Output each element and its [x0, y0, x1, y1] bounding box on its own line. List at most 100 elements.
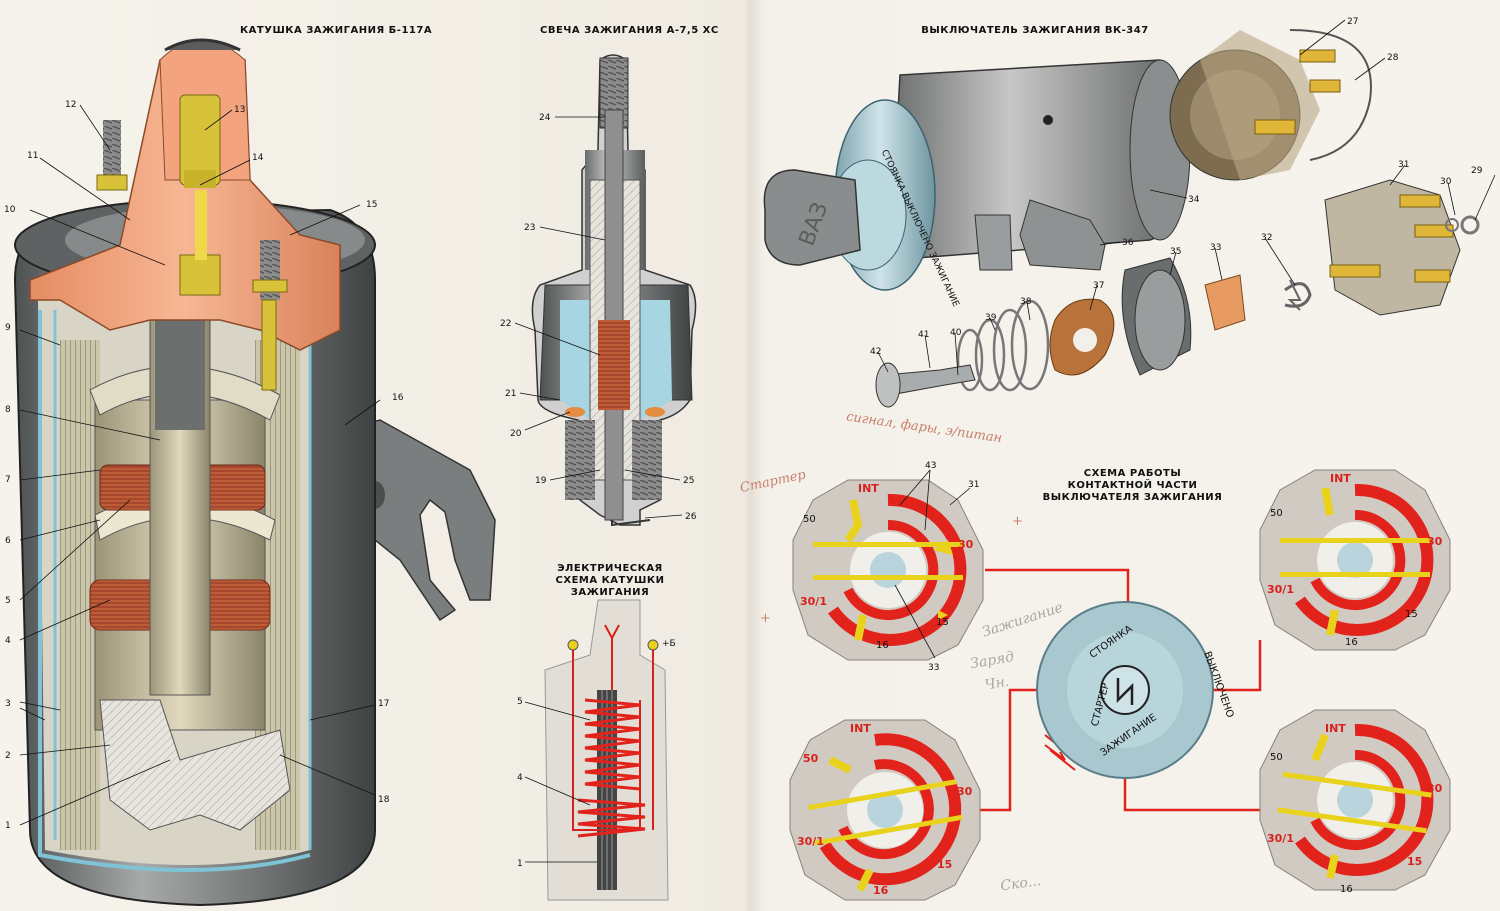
disc4-30-1: 30/1	[1267, 832, 1294, 845]
disc1-int: INT	[858, 482, 879, 495]
note-bottom: Ско...	[999, 873, 1042, 895]
coil-callout-16: 16	[392, 393, 404, 403]
note-starter: Стартер	[739, 467, 808, 496]
coil-callout-14: 14	[252, 153, 264, 163]
plug-callout-24: 24	[539, 113, 551, 123]
terminal-12	[96, 120, 128, 191]
coil-callout-7: 7	[5, 475, 11, 485]
disc4-15: 15	[1407, 855, 1422, 868]
coil-callout-18: 18	[378, 795, 390, 805]
scheme-callout-43: 43	[925, 461, 936, 471]
disc4-50: 50	[1270, 752, 1283, 763]
coil-callout-4: 4	[5, 636, 11, 646]
title-ignition-switch: ВЫКЛЮЧАТЕЛЬ ЗАЖИГАНИЯ ВК-347	[921, 25, 1149, 36]
contact-scheme: СТОЯНКА ВЫКЛЮЧЕНО ЗАЖИГАНИЕ СТАРТЕР INT …	[739, 409, 1451, 901]
switch-callout-31: 31	[1398, 160, 1409, 170]
title-coil-circuit: ЭЛЕКТРИЧЕСКАЯ СХЕМА КАТУШКИ ЗАЖИГАНИЯ	[555, 563, 665, 598]
contact-disc-starter: INT 50 30 30/1 15 16	[789, 719, 981, 901]
circuit-plus-label: +Б	[662, 639, 676, 649]
note-charge: Заряд	[969, 649, 1015, 672]
disc1-30: 30	[958, 538, 974, 551]
disc1-15: 15	[936, 617, 949, 628]
coil-callout-2: 2	[5, 751, 11, 761]
coil-callout-15: 15	[366, 200, 377, 210]
disc2-50: 50	[1270, 508, 1283, 519]
coil-callout-17: 17	[378, 699, 389, 709]
disc1-30-1: 30/1	[800, 595, 827, 608]
switch-callout-41: 41	[918, 330, 929, 340]
disc1-16: 16	[876, 640, 889, 651]
switch-callout-30: 30	[1440, 177, 1452, 187]
contact-plate-31	[1324, 179, 1480, 316]
switch-parts-row	[875, 257, 1312, 408]
title-contact-scheme: СХЕМА РАБОТЫ КОНТАКТНОЙ ЧАСТИ ВЫКЛЮЧАТЕЛ…	[1042, 468, 1223, 503]
coil-callout-13: 13	[234, 105, 245, 115]
disc3-int: INT	[850, 722, 871, 735]
coil-circuit-schematic: +Б 5 4 1	[517, 599, 676, 901]
note-signal: сигнал, фары, э/питан	[845, 409, 1003, 446]
disc3-15: 15	[937, 858, 952, 871]
title-ignition-coil: КАТУШКА ЗАЖИГАНИЯ Б-117А	[240, 25, 433, 36]
disc4-int: INT	[1325, 722, 1346, 735]
switch-callout-38: 38	[1020, 297, 1032, 307]
title-spark-plug: СВЕЧА ЗАЖИГАНИЯ А-7,5 ХС	[540, 25, 719, 36]
scheme-callout-33: 33	[928, 663, 939, 673]
switch-callout-34: 34	[1188, 195, 1200, 205]
disc2-15: 15	[1405, 609, 1418, 620]
scheme-callout-31: 31	[968, 480, 979, 490]
switch-callout-36: 36	[1122, 238, 1134, 248]
plug-callout-21: 21	[505, 389, 516, 399]
coil-callout-9: 9	[5, 323, 11, 333]
switch-callout-37: 37	[1093, 281, 1104, 291]
center-dial: СТОЯНКА ВЫКЛЮЧЕНО ЗАЖИГАНИЕ СТАРТЕР	[1036, 601, 1235, 779]
circuit-callout-5: 5	[517, 697, 523, 707]
disc3-16: 16	[873, 884, 889, 897]
disc2-int: INT	[1330, 472, 1351, 485]
disc3-50: 50	[803, 752, 819, 765]
coil-callout-1: 1	[5, 821, 11, 831]
plug-callout-22: 22	[500, 319, 511, 329]
disc4-30: 30	[1427, 782, 1443, 795]
terminal-15	[252, 240, 288, 391]
coil-callout-6: 6	[5, 536, 11, 546]
plug-callout-20: 20	[510, 429, 522, 439]
switch-callout-29: 29	[1471, 166, 1483, 176]
switch-callout-42: 42	[870, 347, 881, 357]
circuit-callout-1: 1	[517, 859, 523, 869]
switch-callout-28: 28	[1387, 53, 1399, 63]
coil-callout-11: 11	[27, 151, 38, 161]
note-n: Чн.	[984, 674, 1011, 694]
switch-callout-39: 39	[985, 313, 997, 323]
disc1-50: 50	[803, 514, 816, 525]
coil-callout-8: 8	[5, 405, 11, 415]
disc2-30-1: 30/1	[1267, 583, 1294, 596]
switch-callout-27: 27	[1347, 17, 1358, 27]
switch-callout-40: 40	[950, 328, 962, 338]
coil-callout-10: 10	[4, 205, 16, 215]
note-plus-1: +	[1012, 514, 1023, 529]
contact-disc-parking: INT 50 30 30/1 15 16	[792, 479, 984, 661]
plug-callout-23: 23	[524, 223, 535, 233]
ignition-coil-cutaway: 12 13 11 14 10 15 9 8 7 6 5 4 3 2 1 16 1…	[4, 38, 496, 907]
switch-callout-35: 35	[1170, 247, 1181, 257]
disc4-16: 16	[1340, 884, 1353, 895]
spark-plug-cutaway: 24 23 22 21 20 19 25 26	[500, 54, 697, 527]
plug-callout-25: 25	[683, 476, 694, 486]
disc3-30: 30	[957, 785, 973, 798]
contact-plate-27	[1169, 29, 1372, 181]
ignition-switch-exploded: СТОЯНКА ВЫКЛЮЧЕНО ЗАЖИГАНИЕ ВАЗ	[763, 17, 1496, 408]
plug-callout-26: 26	[685, 512, 697, 522]
coil-callout-5: 5	[5, 596, 11, 606]
coil-callout-12: 12	[65, 100, 76, 110]
disc2-30: 30	[1427, 535, 1443, 548]
disc3-30-1: 30/1	[797, 835, 824, 848]
note-ignition: Зажигание	[980, 600, 1065, 641]
switch-callout-32: 32	[1261, 233, 1272, 243]
coil-callout-3: 3	[5, 699, 11, 709]
switch-callout-33: 33	[1210, 243, 1221, 253]
disc2-16: 16	[1345, 637, 1358, 648]
contact-disc-off: INT 50 30 30/1 15 16	[1259, 469, 1451, 651]
contact-disc-ignition: INT 50 30 30/1 15 16	[1259, 709, 1451, 895]
plug-callout-19: 19	[535, 476, 547, 486]
